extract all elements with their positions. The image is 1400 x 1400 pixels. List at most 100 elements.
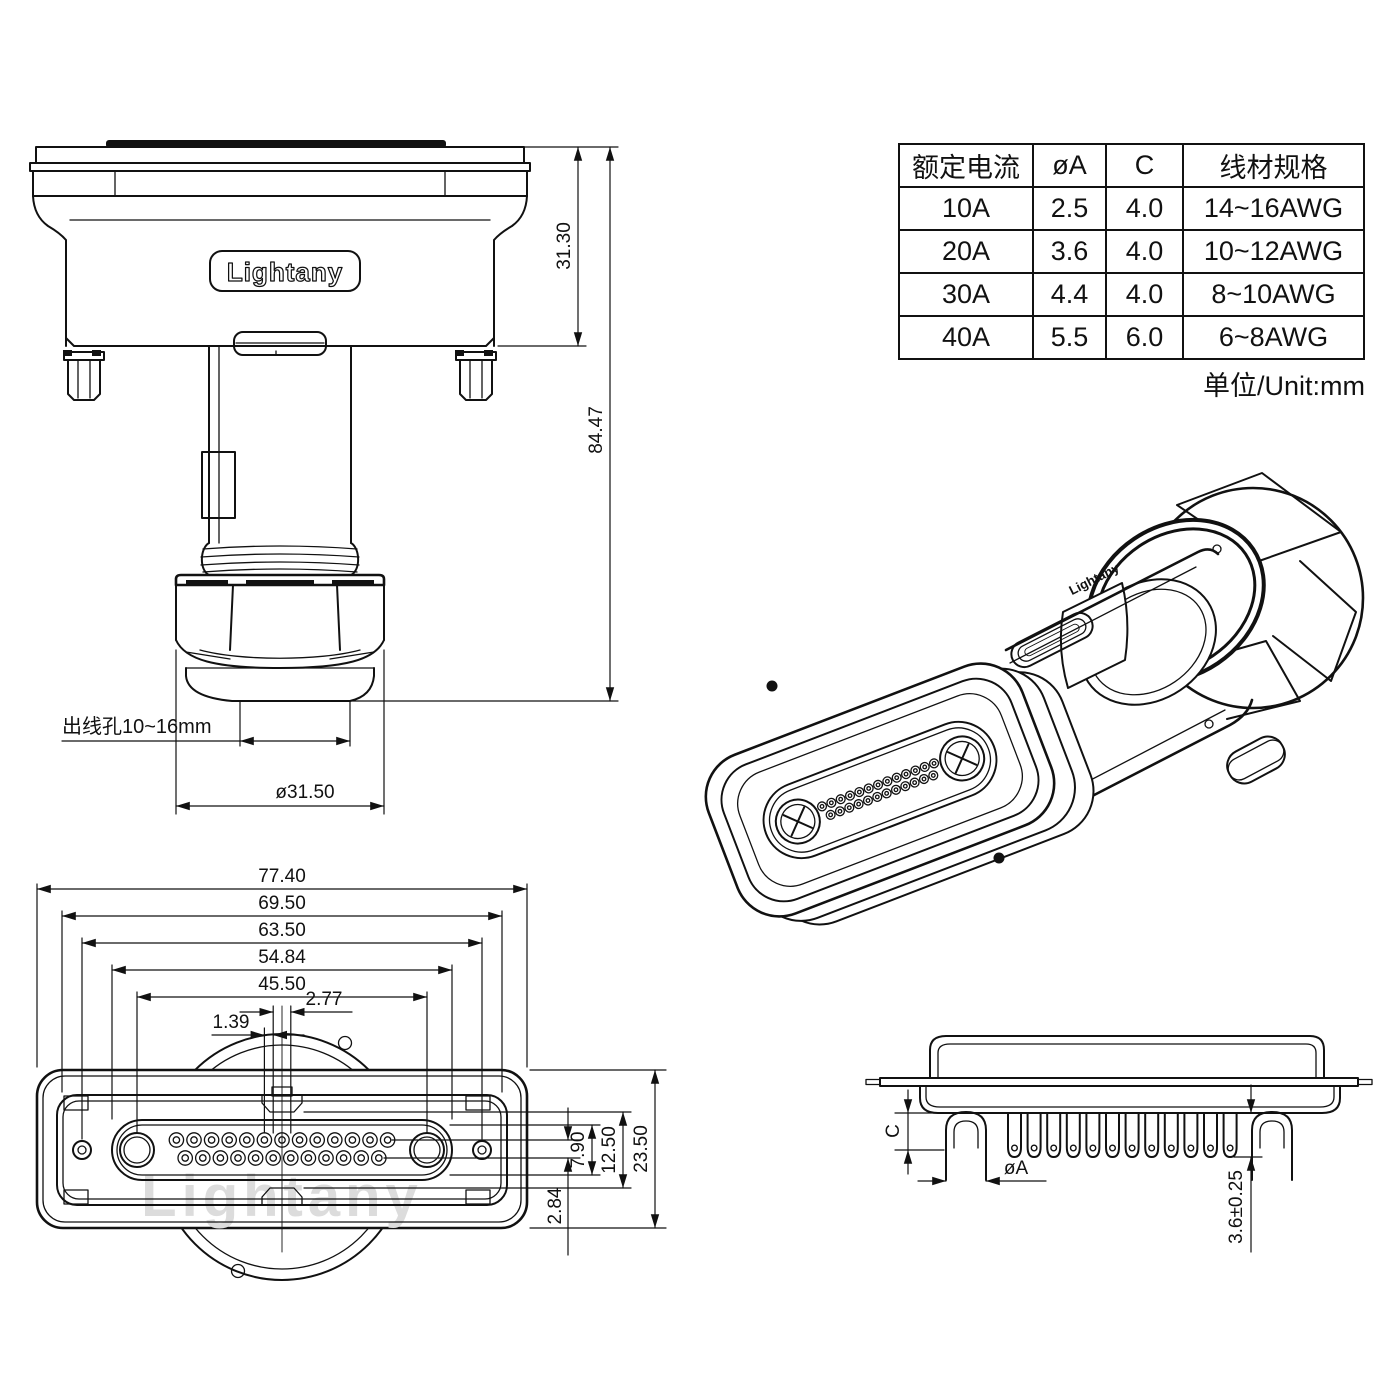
signal-pin — [353, 1150, 370, 1166]
cell: 10A — [898, 186, 1034, 231]
dim-label-pin-pitch: 2.77 — [306, 989, 343, 1010]
front-view-dimensions: 31.30 84.47 出线孔10~16mm ø31.50 — [61, 146, 619, 815]
dim-label-hole-spacing: 63.50 — [258, 920, 306, 941]
signal-pin — [230, 1150, 246, 1166]
dim-label-power-spacing: 45.50 — [258, 974, 306, 995]
latch-tab — [233, 331, 327, 356]
cell: 6.0 — [1105, 315, 1184, 360]
dim-label-a: øA — [1004, 1158, 1029, 1179]
front-view: Lightany — [29, 140, 619, 815]
iso-face — [704, 662, 1056, 918]
signal-pin — [265, 1150, 282, 1166]
side-view: C øA 3.6±0.25 — [865, 1035, 1373, 1253]
side-hood — [929, 1035, 1325, 1079]
cell: 40A — [898, 315, 1034, 360]
solder-pin — [1124, 1112, 1140, 1158]
power-contact-right — [409, 1132, 445, 1168]
solder-pin — [1163, 1112, 1179, 1158]
side-view-dimensions: C øA 3.6±0.25 — [883, 1084, 1263, 1253]
signal-pin — [362, 1132, 378, 1148]
isometric-view: Lightany — [704, 472, 1365, 926]
cell: 4.0 — [1105, 186, 1184, 231]
cell: 4.0 — [1105, 229, 1184, 274]
signal-pin — [300, 1150, 317, 1166]
signal-pin — [194, 1150, 211, 1166]
cell: 10~12AWG — [1182, 229, 1365, 274]
signal-pin — [238, 1132, 255, 1148]
cell: 3.6 — [1032, 229, 1107, 274]
signal-pin — [291, 1132, 308, 1148]
signal-pin — [309, 1132, 326, 1148]
cell: 14~16AWG — [1182, 186, 1365, 231]
solder-pin — [1144, 1112, 1160, 1158]
dim-label-gland-diameter: ø31.50 — [275, 782, 334, 803]
keying-notch-top — [261, 1094, 303, 1113]
mounting-hole-left — [72, 1140, 92, 1160]
col-header-c: C — [1105, 143, 1184, 188]
solder-pin — [1222, 1112, 1238, 1158]
cell: 4.0 — [1105, 272, 1184, 317]
keying-notch-bottom — [261, 1187, 303, 1206]
signal-pin — [203, 1132, 220, 1148]
signal-pin — [186, 1132, 202, 1148]
mounting-foot-right — [455, 350, 497, 401]
gland-dome — [185, 667, 375, 702]
cell: 4.4 — [1032, 272, 1107, 317]
side-flange — [879, 1077, 1359, 1087]
signal-pin — [221, 1132, 238, 1148]
spec-table: 额定电流 øA C 线材规格 10A 2.5 4.0 14~16AWG 20A … — [898, 143, 1365, 360]
face-view-dimensions: 77.40 69.50 63.50 54.84 45.50 2.77 1.39 — [36, 866, 667, 1256]
mounting-foot-left — [63, 350, 105, 401]
dim-label-c: C — [883, 1124, 904, 1138]
cell: 6~8AWG — [1182, 315, 1365, 360]
cell: 2.5 — [1032, 186, 1107, 231]
signal-pin — [326, 1132, 343, 1148]
signal-pin — [318, 1150, 334, 1166]
signal-pin — [247, 1150, 264, 1166]
dim-label-insert-width: 54.84 — [258, 947, 306, 968]
face-view: Lightany — [35, 866, 667, 1281]
solder-pin — [1085, 1112, 1101, 1158]
solder-pin — [1026, 1112, 1042, 1158]
solder-pin — [1183, 1112, 1199, 1158]
cell: 20A — [898, 229, 1034, 274]
side-power-cup-left — [945, 1111, 987, 1181]
side-power-cup-right — [1251, 1111, 1293, 1181]
gland-threads — [200, 542, 360, 576]
cable-hole-note: 出线孔10~16mm — [62, 715, 212, 738]
col-header-wire-gauge: 线材规格 — [1182, 143, 1365, 188]
solder-pin — [1203, 1112, 1218, 1158]
power-contact-left — [119, 1132, 155, 1168]
dim-label-overall-width: 77.40 — [258, 866, 306, 887]
stem-latch — [201, 451, 236, 519]
mounting-hole-right — [472, 1140, 492, 1160]
cell: 5.5 — [1032, 315, 1107, 360]
col-header-dia-a: øA — [1032, 143, 1107, 188]
iso-recess — [1010, 611, 1094, 669]
dim-label-total-height: 84.47 — [586, 406, 607, 454]
spec-table-header-row: 额定电流 øA C 线材规格 — [898, 143, 1365, 188]
gland-nut — [174, 573, 386, 669]
dim-label-pin-length: 3.6±0.25 — [1226, 1170, 1247, 1244]
signal-pin — [177, 1150, 194, 1166]
solder-pin — [1007, 1112, 1022, 1158]
solder-pin — [1065, 1112, 1081, 1158]
signal-pin — [344, 1132, 361, 1148]
dim-label-overall-height: 23.50 — [631, 1125, 652, 1173]
iso-stub — [1226, 735, 1286, 785]
dim-label-row-offset: 1.39 — [213, 1012, 250, 1033]
brand-logo: Lightany — [227, 257, 343, 287]
dim-label-flange-width: 69.50 — [258, 893, 306, 914]
table-row: 40A 5.5 6.0 6~8AWG — [898, 315, 1365, 360]
signal-pin — [168, 1132, 185, 1148]
solder-pin — [1046, 1112, 1062, 1158]
dim-label-opening-height: 12.50 — [599, 1126, 620, 1174]
dim-label-row-spacing: 2.84 — [545, 1187, 566, 1224]
signal-pin — [282, 1150, 299, 1166]
table-row: 30A 4.4 4.0 8~10AWG — [898, 272, 1365, 317]
table-row: 10A 2.5 4.0 14~16AWG — [898, 186, 1365, 231]
unit-note: 单位/Unit:mm — [1203, 371, 1365, 401]
logo-plate — [209, 250, 361, 292]
dim-label-hood-height: 31.30 — [554, 222, 575, 270]
